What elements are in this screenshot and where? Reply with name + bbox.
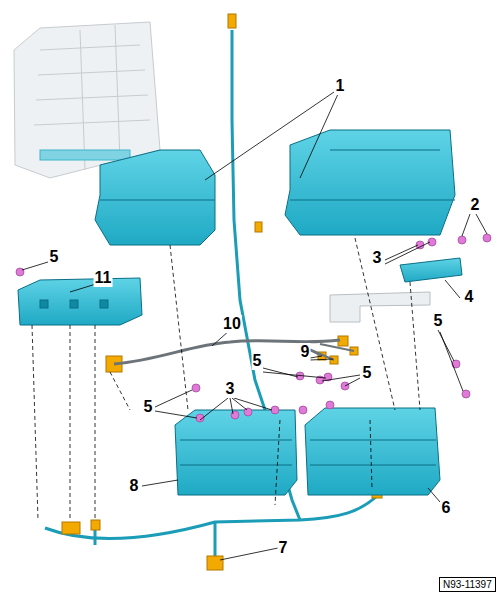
callout-number: 5: [143, 398, 154, 416]
callout-number: 5: [362, 364, 373, 382]
callout-number: 8: [129, 477, 140, 495]
callout-number: 10: [222, 315, 242, 333]
module: [175, 408, 440, 495]
cover: [95, 130, 455, 245]
callout-number: 2: [470, 196, 481, 214]
callout-number: 5: [252, 352, 263, 370]
callout-number: 11: [94, 269, 113, 287]
callout-number: 3: [225, 380, 236, 398]
callout-number: 3: [372, 249, 383, 267]
callout-number: 1: [335, 77, 346, 95]
drawing-number-box: N93-11397: [439, 577, 496, 592]
control-unit: [18, 278, 142, 325]
wire: [114, 340, 340, 364]
battery-thumbnail: [14, 22, 160, 178]
callout-number: 4: [464, 288, 475, 306]
callout-number: 7: [278, 539, 289, 557]
wire: [300, 344, 354, 360]
callout-number: 9: [300, 343, 311, 361]
screws: [16, 234, 491, 422]
leader-lines: [22, 92, 487, 560]
assembly-lines: [32, 238, 420, 520]
callout-number: 5: [49, 248, 60, 266]
drawing-number: N93-11397: [440, 578, 495, 591]
callout-number: 5: [433, 312, 444, 330]
callout-number: 6: [441, 499, 452, 517]
